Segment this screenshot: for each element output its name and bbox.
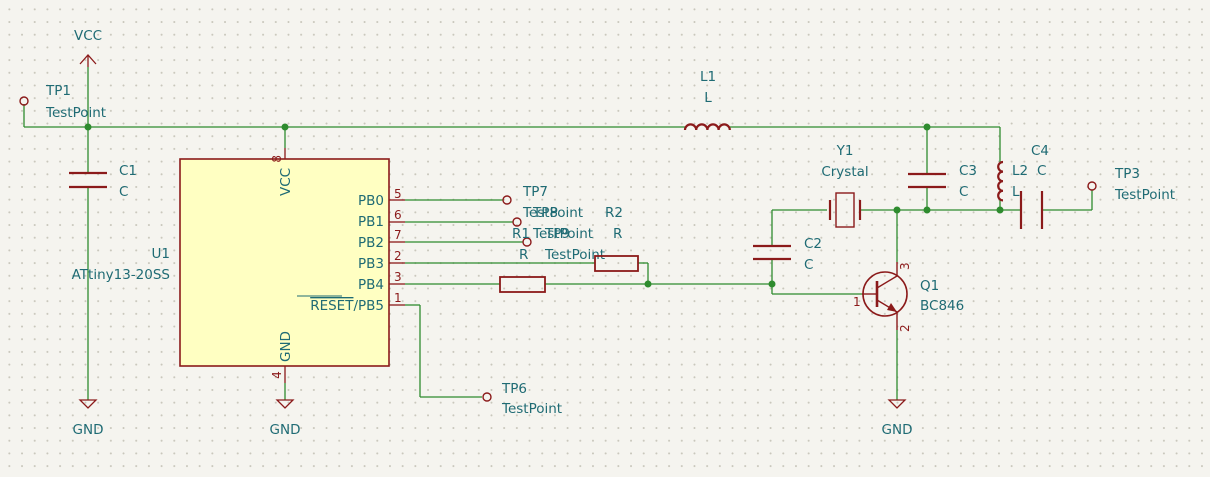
c2-value: C [804,257,813,273]
junction [84,123,92,131]
l1-ref: L1 [700,69,716,85]
gnd-power-symbol-u1[interactable]: GND [270,399,301,438]
testpoint-pad [512,217,522,227]
tp6-ref: TP6 [501,381,527,397]
capacitor-c3[interactable]: C3 C [908,163,977,200]
l1-value: L [704,90,712,106]
pin-number: 3 [898,262,912,270]
junction [644,280,652,288]
capacitor-c4[interactable]: C4 C [1019,143,1049,229]
gnd-label: GND [73,422,104,438]
tp3-ref: TP3 [1114,166,1140,182]
c4-ref: C4 [1031,143,1049,159]
u1-value: ATtiny13-20SS [72,267,170,283]
pin-name: PB0 [358,193,384,209]
tp8-value: TestPoint [532,226,593,242]
resistor-r1[interactable]: R1 R [499,226,546,293]
capacitor-c1[interactable]: C1 C [69,163,137,200]
pin-name-reset: RESET/PB5 [310,298,384,314]
u1-ref: U1 [152,246,170,262]
pin-number: 4 [270,371,284,379]
testpoint-pad [19,96,29,106]
r1-ref: R1 [512,226,530,242]
pin-number: 5 [394,187,402,201]
testpoint-pad [482,392,492,402]
tp6-value: TestPoint [501,401,562,417]
tp1-ref: TP1 [45,83,71,99]
r2-ref: R2 [605,205,623,221]
c2-ref: C2 [804,236,822,252]
pin-name: GND [278,331,294,362]
testpoint-tp3[interactable]: TP3 TestPoint [1087,166,1175,203]
tp7-ref: TP7 [522,184,548,200]
reset-overbar-text: RESET [310,298,354,314]
junction [768,280,776,288]
reset-rest-text: /PB5 [353,298,384,314]
l2-ref: L2 [1012,163,1028,179]
vcc-power-symbol[interactable]: VCC [74,28,102,67]
testpoint-tp8[interactable]: TP8 TestPoint [512,205,593,242]
c1-value: C [119,184,128,200]
pin-name: VCC [278,168,294,196]
pin-name: PB3 [358,256,384,272]
tp3-value: TestPoint [1114,187,1175,203]
junction [281,123,289,131]
testpoint-tp9[interactable]: TP9 TestPoint [522,226,605,263]
testpoint-pad [522,237,532,247]
pin-name: PB2 [358,235,384,251]
tp8-ref: TP8 [532,205,558,221]
c4-value: C [1037,163,1046,179]
junction [996,206,1004,214]
junctions [84,123,1004,288]
gnd-label: GND [270,422,301,438]
pin-number: 2 [898,324,912,332]
tp7-value: TestPoint [522,205,583,221]
transistor-q1[interactable]: 1 2 3 Q1 BC846 [853,262,964,332]
gnd-label: GND [882,422,913,438]
tp9-ref: TP9 [544,226,570,242]
testpoint-pad [502,195,512,205]
testpoint-tp1[interactable]: TP1 TestPoint [19,83,106,121]
q1-value: BC846 [920,298,964,314]
tp9-value: TestPoint [544,247,605,263]
y1-value: Crystal [821,164,868,180]
pin-number: 1 [394,291,402,305]
inductor-l2[interactable]: L2 L [997,160,1028,202]
pin-number: 2 [394,249,402,263]
y1-ref: Y1 [836,143,854,159]
junction [923,123,931,131]
pin-number: 7 [394,228,402,242]
q1-ref: Q1 [920,278,939,294]
c3-ref: C3 [959,163,977,179]
pin-number: 6 [394,208,402,222]
r1-value: R [519,247,528,263]
pin-number: 8 [270,155,284,163]
pin-number: 3 [394,270,402,284]
testpoint-pad [1087,181,1097,191]
vcc-label: VCC [74,28,102,44]
r2-value: R [613,226,622,242]
inductor-l1[interactable]: L1 L [683,69,731,131]
ic-u1[interactable]: 8 VCC 4 GND 5 6 7 2 3 1 PB0 PB1 PB2 PB3 … [72,148,405,383]
ic-body [179,158,390,367]
testpoint-tp7[interactable]: TP7 TestPoint [502,184,583,221]
c1-ref: C1 [119,163,137,179]
pin-name: PB1 [358,214,384,230]
pin-number: 1 [853,295,861,309]
resistor-r2[interactable]: R2 R [594,205,639,272]
tp1-value: TestPoint [45,105,106,121]
junction [893,206,901,214]
pin-name: PB4 [358,277,384,293]
testpoint-tp6[interactable]: TP6 TestPoint [482,381,562,417]
gnd-power-symbol-c1[interactable]: GND [73,399,104,438]
crystal-y1[interactable]: Y1 Crystal [821,143,869,228]
gnd-power-symbol-q1[interactable]: GND [882,399,913,438]
capacitor-c2[interactable]: C2 C [753,236,822,273]
c3-value: C [959,184,968,200]
junction [923,206,931,214]
l2-value: L [1012,184,1020,200]
